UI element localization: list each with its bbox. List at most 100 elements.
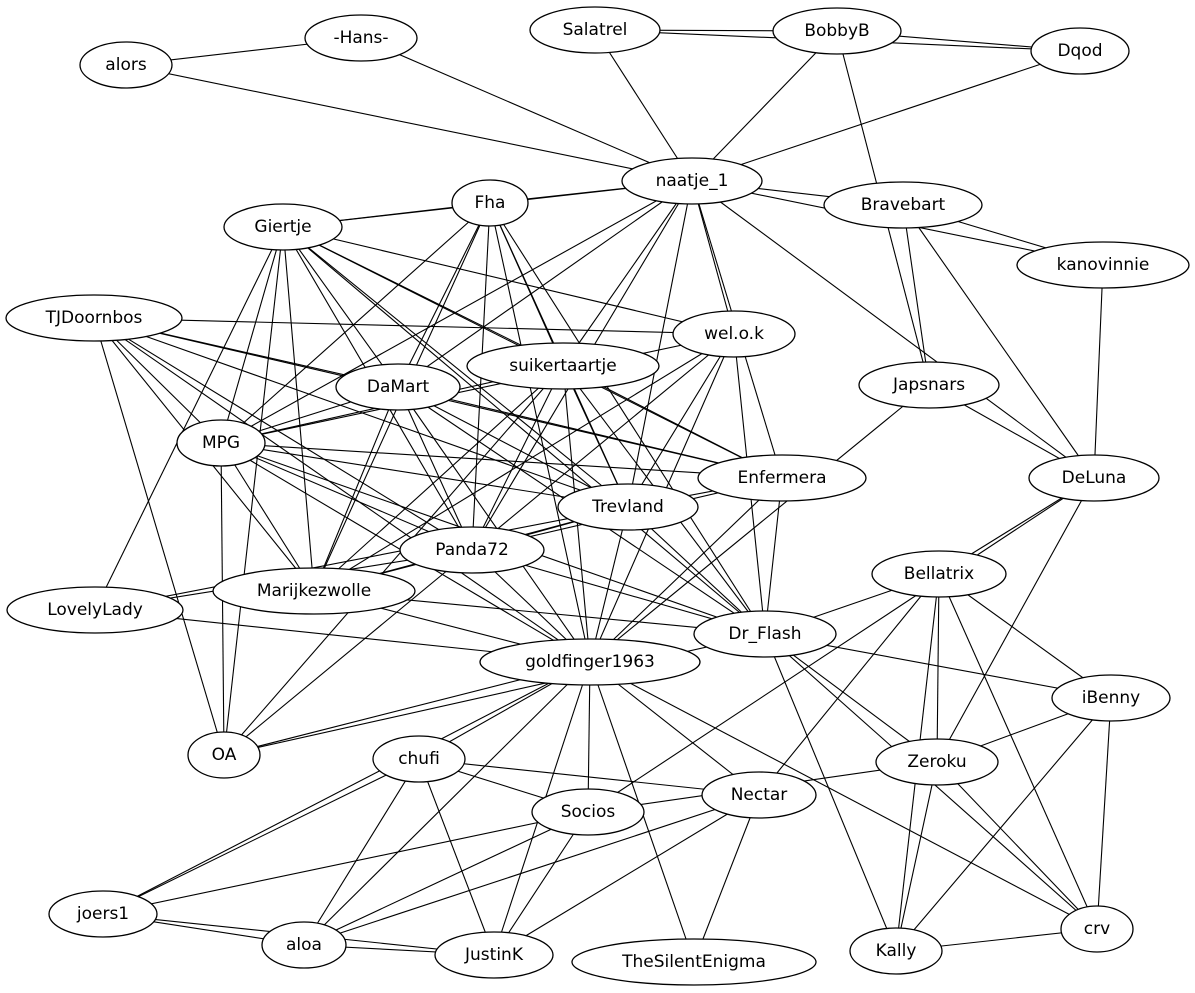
node-ellipse bbox=[212, 567, 416, 615]
edge-kanovinnie-deluna bbox=[1093, 264, 1104, 479]
edge-damart-trevland bbox=[397, 386, 629, 508]
node-crv: crv bbox=[1060, 905, 1134, 953]
edge-naatje_1-suikertaartje bbox=[562, 180, 693, 367]
node-label: Bellatrix bbox=[904, 564, 974, 584]
edge-tjdoornbos-trevland bbox=[93, 317, 629, 508]
node-label: Panda72 bbox=[435, 540, 509, 560]
edge-mpg-trevland bbox=[220, 442, 629, 508]
node-thesilentenigma: TheSilentEnigma bbox=[571, 938, 817, 986]
node-label: goldfinger1963 bbox=[525, 652, 655, 672]
node-label: Nectar bbox=[731, 785, 788, 805]
node-ellipse bbox=[1030, 27, 1130, 75]
node-panda72: Panda72 bbox=[399, 526, 545, 574]
node-ellipse bbox=[531, 788, 645, 836]
node-chufi: chufi bbox=[372, 735, 466, 783]
node-label: Giertje bbox=[254, 217, 311, 237]
node-bobbyb: BobbyB bbox=[772, 7, 902, 55]
node-alors: alors bbox=[79, 41, 173, 89]
edge-bellatrix-nectar bbox=[758, 573, 940, 796]
node-label: joers1 bbox=[76, 904, 129, 924]
edge-giertje-trevland bbox=[282, 226, 629, 508]
node-goldfinger1963: goldfinger1963 bbox=[479, 638, 701, 686]
node-ellipse bbox=[693, 610, 837, 658]
node-ellipse bbox=[223, 203, 343, 251]
edge-goldfinger1963-crv bbox=[589, 661, 1098, 930]
edge-giertje-mpg bbox=[220, 226, 284, 444]
edge-panda72-oa bbox=[223, 549, 473, 756]
node-justink: JustinK bbox=[434, 931, 554, 979]
edge-welok-panda72 bbox=[471, 333, 735, 551]
node-enfermera: Enfermera bbox=[697, 454, 867, 502]
edge-naatje_1-mpg bbox=[220, 180, 693, 444]
node-label: wel.o.k bbox=[704, 324, 764, 344]
edge-japsnars-goldfinger1963 bbox=[589, 384, 930, 663]
edge-goldfinger1963-aloa bbox=[303, 661, 591, 946]
node-ellipse bbox=[434, 931, 554, 979]
node-dqod: Dqod bbox=[1030, 27, 1130, 75]
node-ellipse bbox=[1016, 241, 1190, 289]
edge-deluna-zeroku bbox=[936, 477, 1095, 763]
edge-giertje-marijkezwolle bbox=[282, 226, 315, 592]
node-label: MPG bbox=[202, 433, 240, 453]
node-aloa: aloa bbox=[261, 921, 347, 969]
node-ellipse bbox=[451, 179, 529, 227]
edge-socios-joers1 bbox=[102, 811, 589, 915]
edge-welok-marijkezwolle bbox=[313, 333, 735, 592]
edge-bellatrix-zeroku bbox=[936, 573, 940, 763]
edge-damart-goldfinger1963 bbox=[397, 386, 591, 663]
node-ellipse bbox=[697, 454, 867, 502]
node-ellipse bbox=[6, 586, 184, 634]
edge-deluna-socios bbox=[587, 477, 1095, 813]
edge-nectar-justink bbox=[493, 794, 760, 956]
node-mpg: MPG bbox=[176, 419, 266, 467]
edge-bobbyb-naatje_1 bbox=[691, 30, 838, 182]
node-fha: Fha bbox=[451, 179, 529, 227]
edge-chufi-nectar bbox=[418, 758, 760, 796]
node-label: LovelyLady bbox=[47, 600, 143, 620]
node-damart: DaMart bbox=[335, 363, 461, 411]
node-ellipse bbox=[1060, 905, 1134, 953]
node-ellipse bbox=[858, 361, 1000, 409]
node-zeroku: Zeroku bbox=[875, 738, 999, 786]
node-hans: -Hans- bbox=[304, 14, 418, 62]
node-kanovinnie: kanovinnie bbox=[1016, 241, 1190, 289]
edge-enfermera-dr_flash bbox=[764, 477, 783, 635]
edge-naatje_1-welok bbox=[691, 180, 735, 335]
node-label: naatje_1 bbox=[656, 171, 729, 191]
edge-bravebart-deluna bbox=[902, 204, 1095, 479]
node-joers1: joers1 bbox=[48, 890, 158, 938]
node-bravebart: Bravebart bbox=[823, 181, 983, 229]
node-ellipse bbox=[48, 890, 158, 938]
node-label: aloa bbox=[286, 935, 322, 955]
node-ellipse bbox=[479, 638, 701, 686]
node-label: JustinK bbox=[464, 945, 524, 965]
edge-naatje_1-deluna bbox=[691, 180, 1095, 479]
node-ellipse bbox=[849, 927, 943, 975]
node-label: Bravebart bbox=[861, 195, 946, 215]
node-label: alors bbox=[105, 55, 147, 75]
node-ellipse bbox=[571, 938, 817, 986]
edge-zeroku-crv bbox=[936, 761, 1098, 930]
edge-trevland-goldfinger1963 bbox=[589, 506, 629, 663]
node-suikertaartje: suikertaartje bbox=[466, 342, 660, 390]
node-ellipse bbox=[529, 6, 661, 54]
edge-tjdoornbos-panda72 bbox=[93, 317, 473, 551]
node-ellipse bbox=[399, 526, 545, 574]
edge-dr_flash-kally bbox=[764, 633, 897, 952]
edge-naatje_1-trevland bbox=[627, 180, 693, 508]
edge-goldfinger1963-socios bbox=[587, 661, 591, 813]
node-label: OA bbox=[212, 745, 237, 765]
node-deluna: DeLuna bbox=[1028, 454, 1160, 502]
node-label: TJDoornbos bbox=[45, 308, 143, 328]
node-label: -Hans- bbox=[333, 28, 388, 48]
node-ellipse bbox=[176, 419, 266, 467]
node-ellipse bbox=[701, 771, 817, 819]
node-lovelylady: LovelyLady bbox=[6, 586, 184, 634]
node-label: chufi bbox=[398, 749, 440, 769]
node-label: DaMart bbox=[367, 377, 430, 397]
edge-giertje-dr_flash bbox=[282, 226, 766, 635]
edge-nectar-thesilentenigma bbox=[693, 794, 760, 963]
node-label: Enfermera bbox=[737, 468, 826, 488]
edge-giertje-lovelylady bbox=[94, 226, 284, 611]
